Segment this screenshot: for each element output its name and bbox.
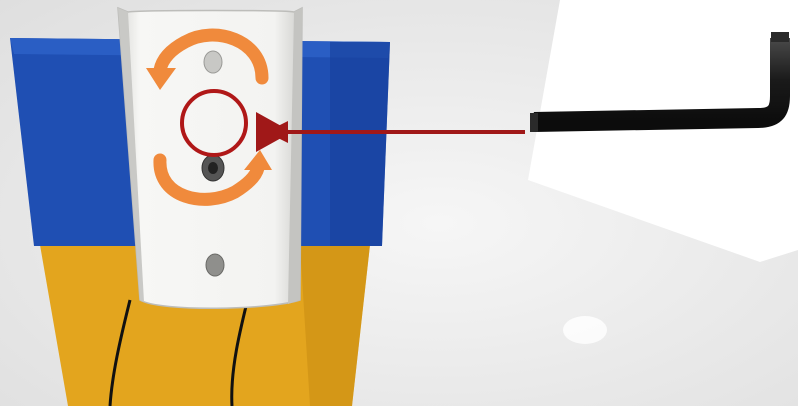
bracket-hole-middle-inner: [208, 162, 218, 174]
bracket-hole-top: [204, 51, 222, 73]
light-reflection: [563, 316, 607, 344]
bracket-hole-bottom: [206, 254, 224, 276]
blue-block-shade: [330, 42, 390, 246]
